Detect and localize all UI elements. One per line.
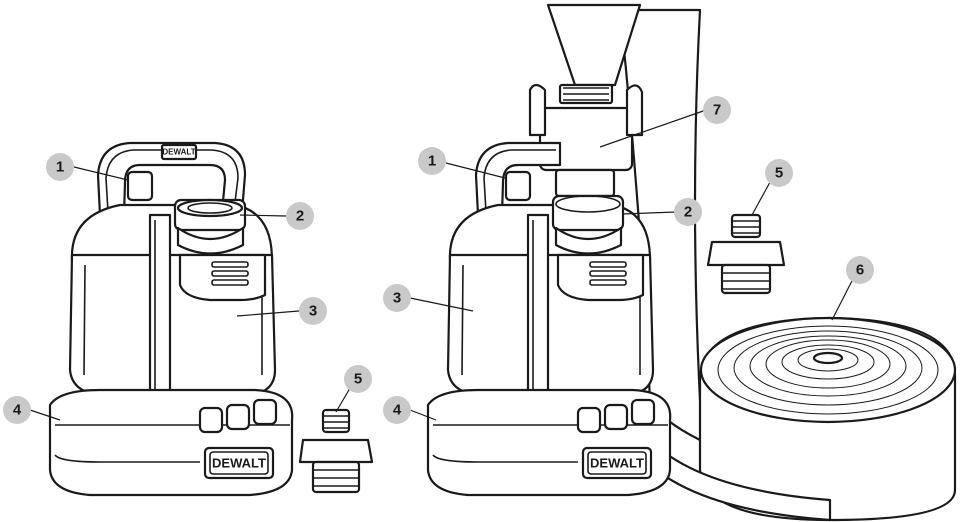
svg-text:DEWALT: DEWALT xyxy=(212,456,266,471)
callout-right-5: 5 xyxy=(765,159,793,187)
svg-text:7: 7 xyxy=(713,102,721,119)
left-pump-vent xyxy=(178,253,267,302)
callout-left-4: 4 xyxy=(3,396,31,424)
svg-text:3: 3 xyxy=(393,290,401,307)
svg-text:4: 4 xyxy=(13,402,22,419)
svg-text:5: 5 xyxy=(354,371,362,388)
left-pump-discharge-port xyxy=(173,198,247,255)
callout-right-1: 1 xyxy=(418,147,446,175)
callout-left-3: 3 xyxy=(299,297,327,325)
svg-text:1: 1 xyxy=(56,159,64,176)
left-adapter xyxy=(298,408,374,494)
callout-right-3: 3 xyxy=(383,284,411,312)
right-pump-handle xyxy=(474,141,562,217)
svg-text:DEWALT: DEWALT xyxy=(590,456,644,471)
svg-text:4: 4 xyxy=(393,402,402,419)
right-adapter xyxy=(706,213,786,295)
svg-text:2: 2 xyxy=(296,208,304,225)
callout-right-4: 4 xyxy=(383,396,411,424)
callout-right-7: 7 xyxy=(703,96,731,124)
callout-left-1: 1 xyxy=(46,153,74,181)
svg-text:5: 5 xyxy=(775,165,783,182)
callout-right-6: 6 xyxy=(846,256,874,284)
callout-left-5: 5 xyxy=(344,365,372,393)
svg-text:DEWALT: DEWALT xyxy=(162,148,195,157)
callout-right-2: 2 xyxy=(674,198,702,226)
callout-left-2: 2 xyxy=(286,202,314,230)
right-pump: DEWALT xyxy=(426,141,672,497)
hose-coupling xyxy=(528,3,644,198)
svg-text:3: 3 xyxy=(309,303,317,320)
right-pump-vent xyxy=(556,253,645,302)
leader-lines xyxy=(29,109,857,421)
svg-text:1: 1 xyxy=(428,153,436,170)
right-pump-discharge-port xyxy=(551,194,625,255)
svg-text:6: 6 xyxy=(856,262,864,279)
svg-text:2: 2 xyxy=(684,204,692,221)
left-pump: DEWALT xyxy=(48,141,294,497)
